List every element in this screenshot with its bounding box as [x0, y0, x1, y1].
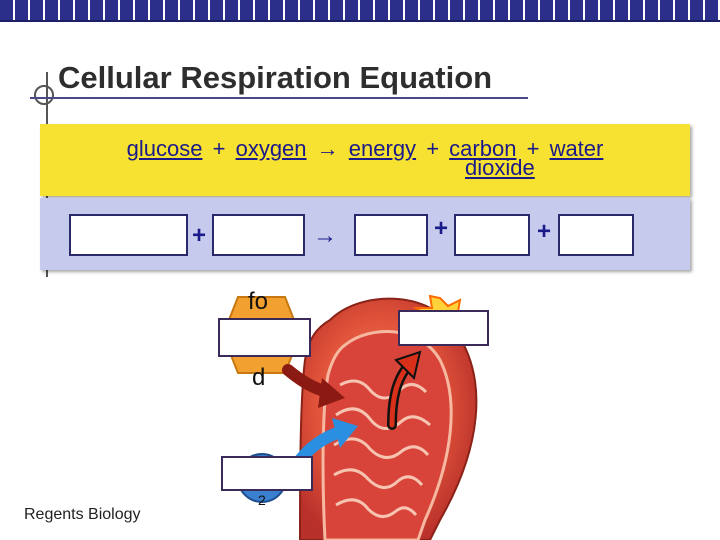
- energy-label-box[interactable]: [398, 310, 489, 346]
- food-label-box[interactable]: [218, 318, 311, 357]
- footer-course-name: Regents Biology: [24, 506, 141, 524]
- food-label-bottom: d: [252, 364, 265, 392]
- oxygen-label-box[interactable]: [221, 456, 313, 491]
- oxygen-subscript: 2: [258, 492, 266, 508]
- food-label-top: fo: [248, 288, 268, 316]
